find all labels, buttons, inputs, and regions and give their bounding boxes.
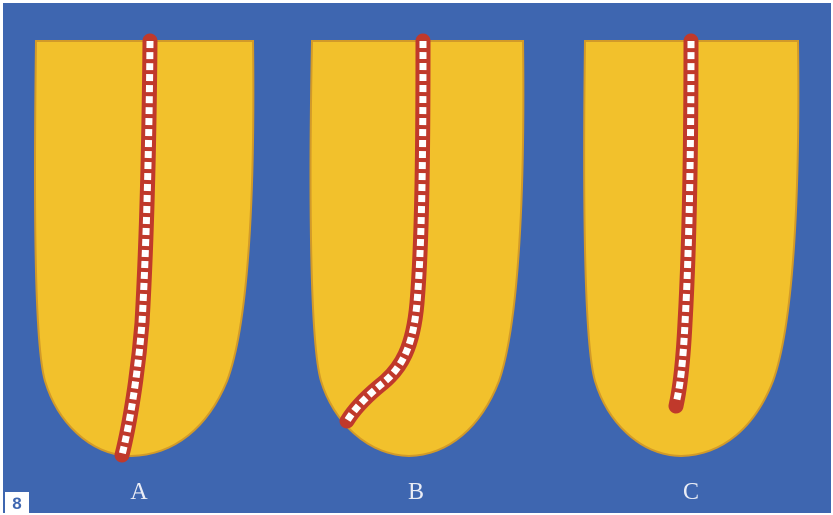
root-b [311,41,524,456]
root-canal-diagram [3,3,831,513]
root-a [35,41,253,456]
root-c [584,41,798,456]
figure-number: 8 [5,492,29,515]
label-b: B [396,479,436,506]
diagram-panel: 8 A B C [3,3,831,513]
label-a: A [119,479,159,506]
label-c: C [671,479,711,506]
